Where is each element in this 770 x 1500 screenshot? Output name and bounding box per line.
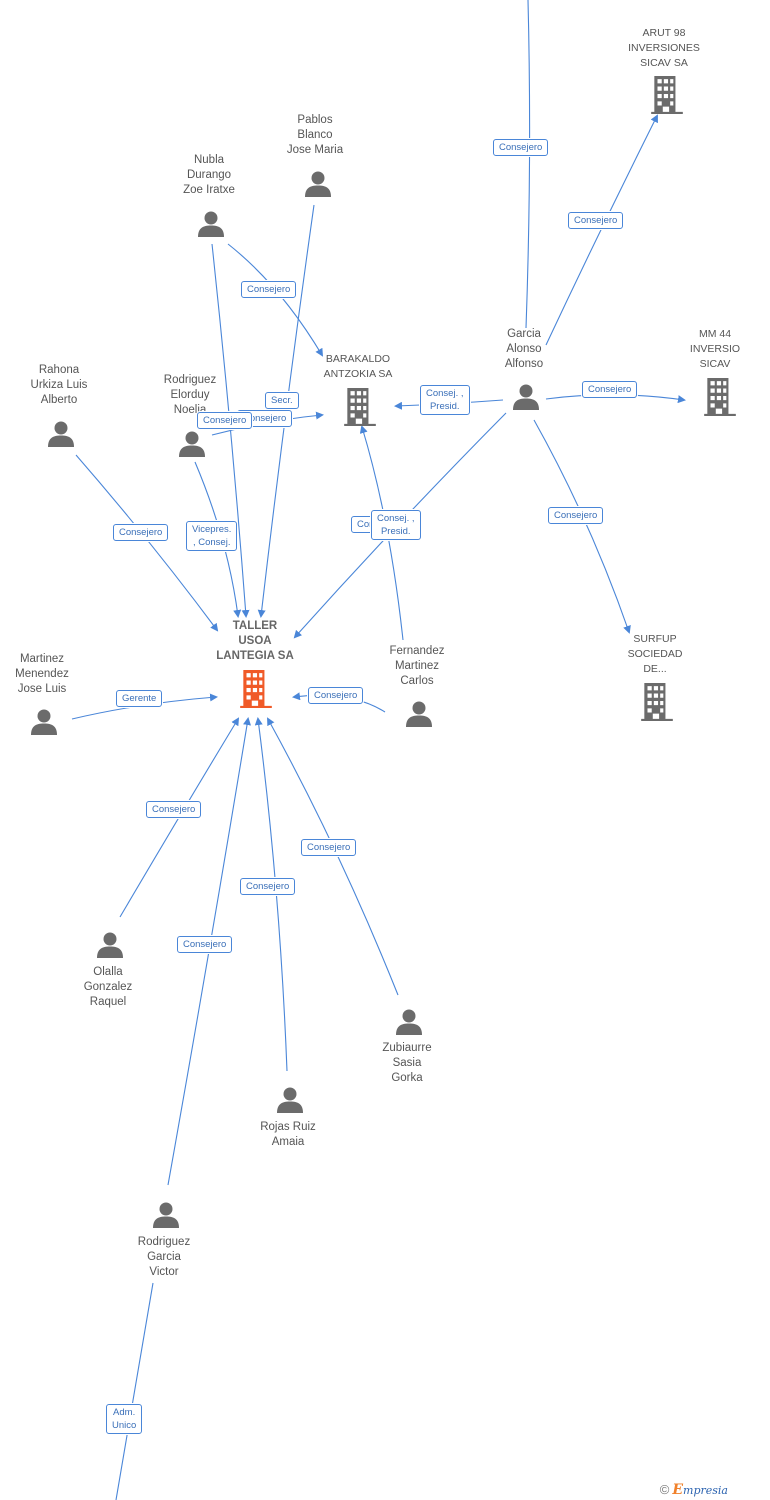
edge-label-rodriguez-vicepres[interactable]: Vicepres. , Consej. [186, 521, 238, 551]
edge-label-top-consejero[interactable]: Consejero [493, 139, 549, 156]
rahona-person-icon[interactable] [48, 421, 74, 448]
zubiaurre-label[interactable]: Zubiaurre Sasia Gorka [382, 1042, 432, 1084]
edge-zubiaurre-taller [267, 717, 399, 996]
nubla-person-icon[interactable] [198, 211, 224, 238]
martinez-person-icon[interactable] [31, 709, 57, 736]
edge-label-nubla-barakaldo[interactable]: Consejero [241, 281, 297, 298]
surfup-building-icon[interactable] [641, 683, 673, 721]
brand-name: mpresia [683, 1484, 728, 1497]
edge-garcia-surfup [533, 419, 631, 634]
edge-nubla-barakaldo [227, 243, 324, 357]
edge-rojas-taller [254, 717, 288, 1072]
edge-label-rodriguez-consejero[interactable]: Consejero [197, 412, 253, 429]
surfup-label[interactable]: SURFUP SOCIEDAD DE... [627, 633, 683, 675]
garcia-label[interactable]: Garcia Alonso Alfonso [504, 328, 544, 370]
edge-label-olalla-consejero[interactable]: Consejero [146, 801, 202, 818]
edge-garcia-arut [545, 114, 658, 346]
edge-label-garcia-barakaldo[interactable]: Consej. , Presid. [420, 385, 470, 415]
edge-victor-bottom [115, 1282, 154, 1500]
edge-label-rahona-consejero[interactable]: Consejero [113, 524, 169, 541]
main-company-label[interactable]: TALLER USOA LANTEGIA SA [216, 620, 294, 662]
arut98-label[interactable]: ARUT 98 INVERSIONES SICAV SA [628, 27, 700, 69]
fernandez-person-icon[interactable] [406, 701, 432, 728]
edge-label-garcia-surfup[interactable]: Consejero [548, 507, 604, 524]
arut98-building-icon[interactable] [651, 76, 683, 114]
main-company-building-icon[interactable] [240, 670, 272, 708]
edge-nubla-taller [211, 243, 250, 618]
edge-top-garcia [525, 0, 531, 329]
pablos-person-icon[interactable] [305, 171, 331, 198]
rodriguez-victor-label[interactable]: Rodriguez Garcia Victor [137, 1236, 191, 1278]
edge-label-victor-adm[interactable]: Adm. Unico [106, 1404, 143, 1434]
edge-label-arut-consejero[interactable]: Consejero [568, 212, 624, 229]
edge-label-zubiaurre-consejero[interactable]: Consejero [301, 839, 357, 856]
mm44-label[interactable]: MM 44 INVERSIO SICAV [689, 328, 741, 370]
edge-label-victor-consejero[interactable]: Consejero [177, 936, 233, 953]
rodriguez-victor-person-icon[interactable] [153, 1202, 179, 1229]
martinez-label[interactable]: Martinez Menendez Jose Luis [15, 653, 69, 695]
edge-label-fernandez-consejero[interactable]: Consejero [308, 687, 364, 704]
edge-label-garcia-taller[interactable]: Consej. , Presid. [371, 510, 421, 540]
rojas-label[interactable]: Rojas Ruiz Amaia [260, 1121, 316, 1148]
mm44-building-icon[interactable] [704, 378, 736, 416]
edge-label-martinez-gerente[interactable]: Gerente [116, 690, 163, 707]
zubiaurre-person-icon[interactable] [396, 1009, 422, 1036]
garcia-person-icon[interactable] [513, 384, 539, 411]
fernandez-label[interactable]: Fernandez Martinez Carlos [389, 645, 445, 687]
rodriguez-noelia-person-icon[interactable] [179, 431, 205, 458]
barakaldo-building-icon[interactable] [344, 388, 376, 426]
barakaldo-label[interactable]: BARAKALDO ANTZOKIA SA [323, 353, 393, 380]
rojas-person-icon[interactable] [277, 1087, 303, 1114]
olalla-person-icon[interactable] [97, 932, 123, 959]
brand-initial: E [672, 1482, 684, 1498]
edge-label-rojas-consejero[interactable]: Consejero [240, 878, 296, 895]
pablos-label[interactable]: Pablos Blanco Jose Maria [286, 114, 344, 156]
olalla-label[interactable]: Olalla Gonzalez Raquel [83, 966, 133, 1008]
brand-logo: ©Empresia [660, 1482, 728, 1498]
edge-rahona-taller [75, 454, 219, 632]
edge-label-rodriguez-secr[interactable]: Secr. [265, 392, 299, 409]
nubla-label[interactable]: Nubla Durango Zoe Iratxe [183, 154, 235, 196]
rahona-label[interactable]: Rahona Urkiza Luis Alberto [30, 364, 88, 406]
copyright-symbol: © [659, 1482, 670, 1497]
edge-label-garcia-mm44[interactable]: Consejero [582, 381, 638, 398]
